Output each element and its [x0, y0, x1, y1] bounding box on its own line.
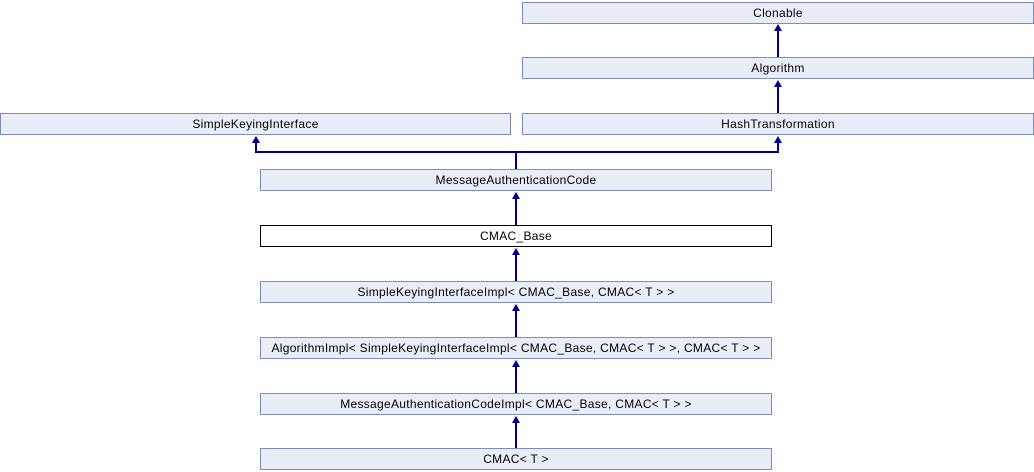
inheritance-arrowhead-mac-hash	[774, 136, 782, 143]
inheritance-arrowhead-cmacbase-mac	[512, 192, 520, 199]
inheritance-edge-mac-horizontal	[255, 151, 779, 153]
class-box-cmac-t[interactable]: CMAC< T >	[260, 448, 772, 470]
inheritance-edge-mac-ski-stub	[255, 142, 257, 153]
class-box-message-authentication-code[interactable]: MessageAuthenticationCode	[260, 169, 772, 191]
inheritance-edge-mac-hash-stub	[777, 142, 779, 153]
inheritance-arrowhead-algoimpl-skiimpl	[512, 304, 520, 311]
inheritance-edge-macimpl-algoimpl	[515, 366, 517, 393]
inheritance-edge-algoimpl-skiimpl	[515, 310, 517, 337]
class-box-algorithm[interactable]: Algorithm	[522, 57, 1034, 79]
class-box-cmac-base-current: CMAC_Base	[260, 225, 772, 247]
inheritance-edge-algorithm-clonable	[777, 30, 779, 57]
class-box-algorithm-impl[interactable]: AlgorithmImpl< SimpleKeyingInterfaceImpl…	[260, 337, 772, 359]
class-box-simple-keying-interface-impl[interactable]: SimpleKeyingInterfaceImpl< CMAC_Base, CM…	[260, 281, 772, 303]
inheritance-arrowhead-hash-algorithm	[774, 80, 782, 87]
inheritance-arrowhead-mac-ski	[252, 136, 260, 143]
class-box-message-authentication-code-impl[interactable]: MessageAuthenticationCodeImpl< CMAC_Base…	[260, 393, 772, 415]
inheritance-edge-mac-drop	[515, 153, 517, 169]
inheritance-edge-cmact-macimpl	[515, 422, 517, 448]
inheritance-arrowhead-algorithm-clonable	[774, 24, 782, 31]
inheritance-edge-cmacbase-mac	[515, 198, 517, 225]
inheritance-edge-skiimpl-cmacbase	[515, 254, 517, 281]
inheritance-arrowhead-skiimpl-cmacbase	[512, 248, 520, 255]
inheritance-arrowhead-macimpl-algoimpl	[512, 360, 520, 367]
inheritance-edge-hash-algorithm	[777, 86, 779, 113]
class-box-hash-transformation[interactable]: HashTransformation	[522, 113, 1034, 135]
class-box-clonable[interactable]: Clonable	[522, 2, 1034, 24]
inheritance-arrowhead-cmact-macimpl	[512, 416, 520, 423]
class-box-simple-keying-interface[interactable]: SimpleKeyingInterface	[0, 113, 511, 135]
